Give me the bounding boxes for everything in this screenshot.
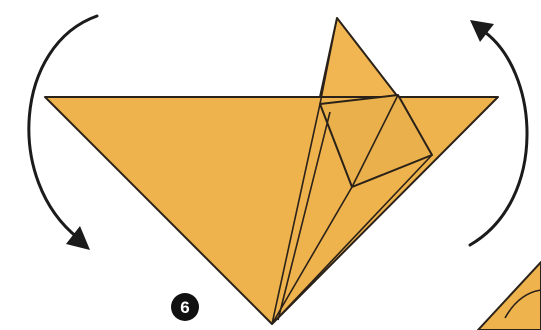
right-turn-arrow xyxy=(470,20,527,245)
step-number-badge: 6 xyxy=(171,293,199,321)
step-number-label: 6 xyxy=(180,298,189,317)
next-step-fragment xyxy=(478,262,541,330)
raised-flap xyxy=(320,18,398,97)
paper-triangle xyxy=(45,97,498,324)
